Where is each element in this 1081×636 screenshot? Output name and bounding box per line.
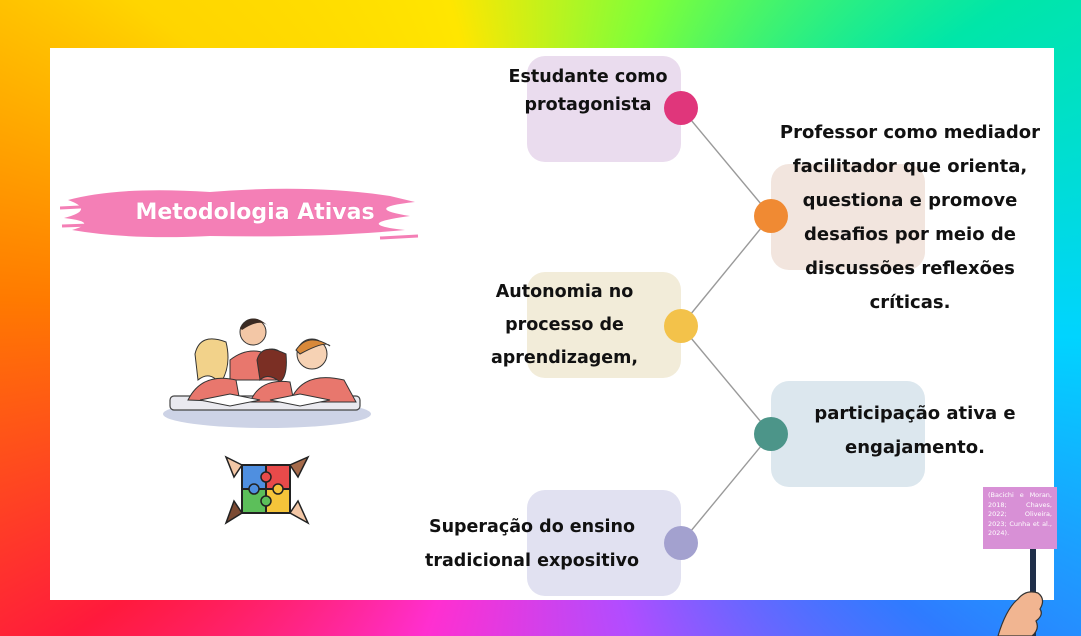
node-dot-autonomia — [664, 309, 698, 343]
students-reading-illustration — [163, 318, 371, 428]
node-dot-professor — [754, 199, 788, 233]
node-box-autonomia — [527, 272, 681, 378]
node-dot-participacao — [754, 417, 788, 451]
node-dot-superacao — [664, 526, 698, 560]
reference-sign: (Bacichi e Moran, 2018; Chaves, 2022; Ol… — [983, 487, 1057, 549]
pink-brush-stroke — [60, 188, 419, 240]
node-label-professor: Professor como mediador facilitador que … — [779, 122, 1041, 313]
node-box-estudante — [527, 56, 681, 162]
hand-holding-sign-icon — [997, 549, 1044, 636]
node-label-autonomia: Autonomia no processo de aprendizagem, — [490, 282, 639, 368]
node-label-participacao: participação ativa e engajamento. — [814, 403, 1016, 458]
node-box-participacao — [771, 381, 925, 487]
node-box-professor — [771, 164, 925, 270]
node-label-estudante: Estudante como protagonista — [508, 67, 668, 115]
connector-autonomia-participacao — [680, 325, 772, 435]
node-box-superacao — [527, 490, 681, 596]
page-title: Metodologia Ativas — [135, 200, 375, 225]
connector-participacao-superacao — [680, 433, 772, 544]
connector-professor-autonomia — [680, 215, 772, 327]
title-banner: Metodologia Ativas — [60, 178, 420, 248]
connector-estudante-professor — [680, 107, 772, 217]
puzzle-hands-icon — [224, 455, 310, 525]
node-dot-estudante — [664, 91, 698, 125]
node-label-superacao: Superação do ensino tradicional expositi… — [425, 517, 639, 571]
